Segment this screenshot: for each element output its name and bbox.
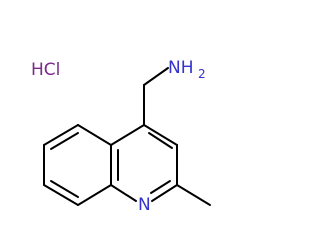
bond-c5-c6-inner xyxy=(50,132,79,150)
bond-c4a-c4 xyxy=(110,124,145,146)
salt-label: HCl xyxy=(31,60,60,80)
bond-c2-n1 xyxy=(151,184,178,202)
bond-c2-n1-inner xyxy=(150,180,171,194)
bond-c4a-c5 xyxy=(77,124,112,146)
bond-c4-c3-inner xyxy=(148,132,173,149)
bond-c5-c6 xyxy=(43,124,79,146)
bond-n1-c8a xyxy=(110,184,137,202)
bond-c8-c8a xyxy=(77,184,112,206)
bond-c7-c8-inner xyxy=(50,180,79,198)
bond-c4-c3 xyxy=(143,124,178,146)
structure-diagram: HCl NH 2 N xyxy=(31,58,211,215)
bond-ch2-amine xyxy=(143,67,169,86)
ring-nitrogen-label: N xyxy=(138,195,151,215)
bond-c2-methyl xyxy=(176,184,211,206)
bond-c7-c8 xyxy=(43,184,79,206)
amine-subscript: 2 xyxy=(198,67,206,81)
bonds xyxy=(43,67,211,206)
amine-label: NH xyxy=(168,58,194,78)
